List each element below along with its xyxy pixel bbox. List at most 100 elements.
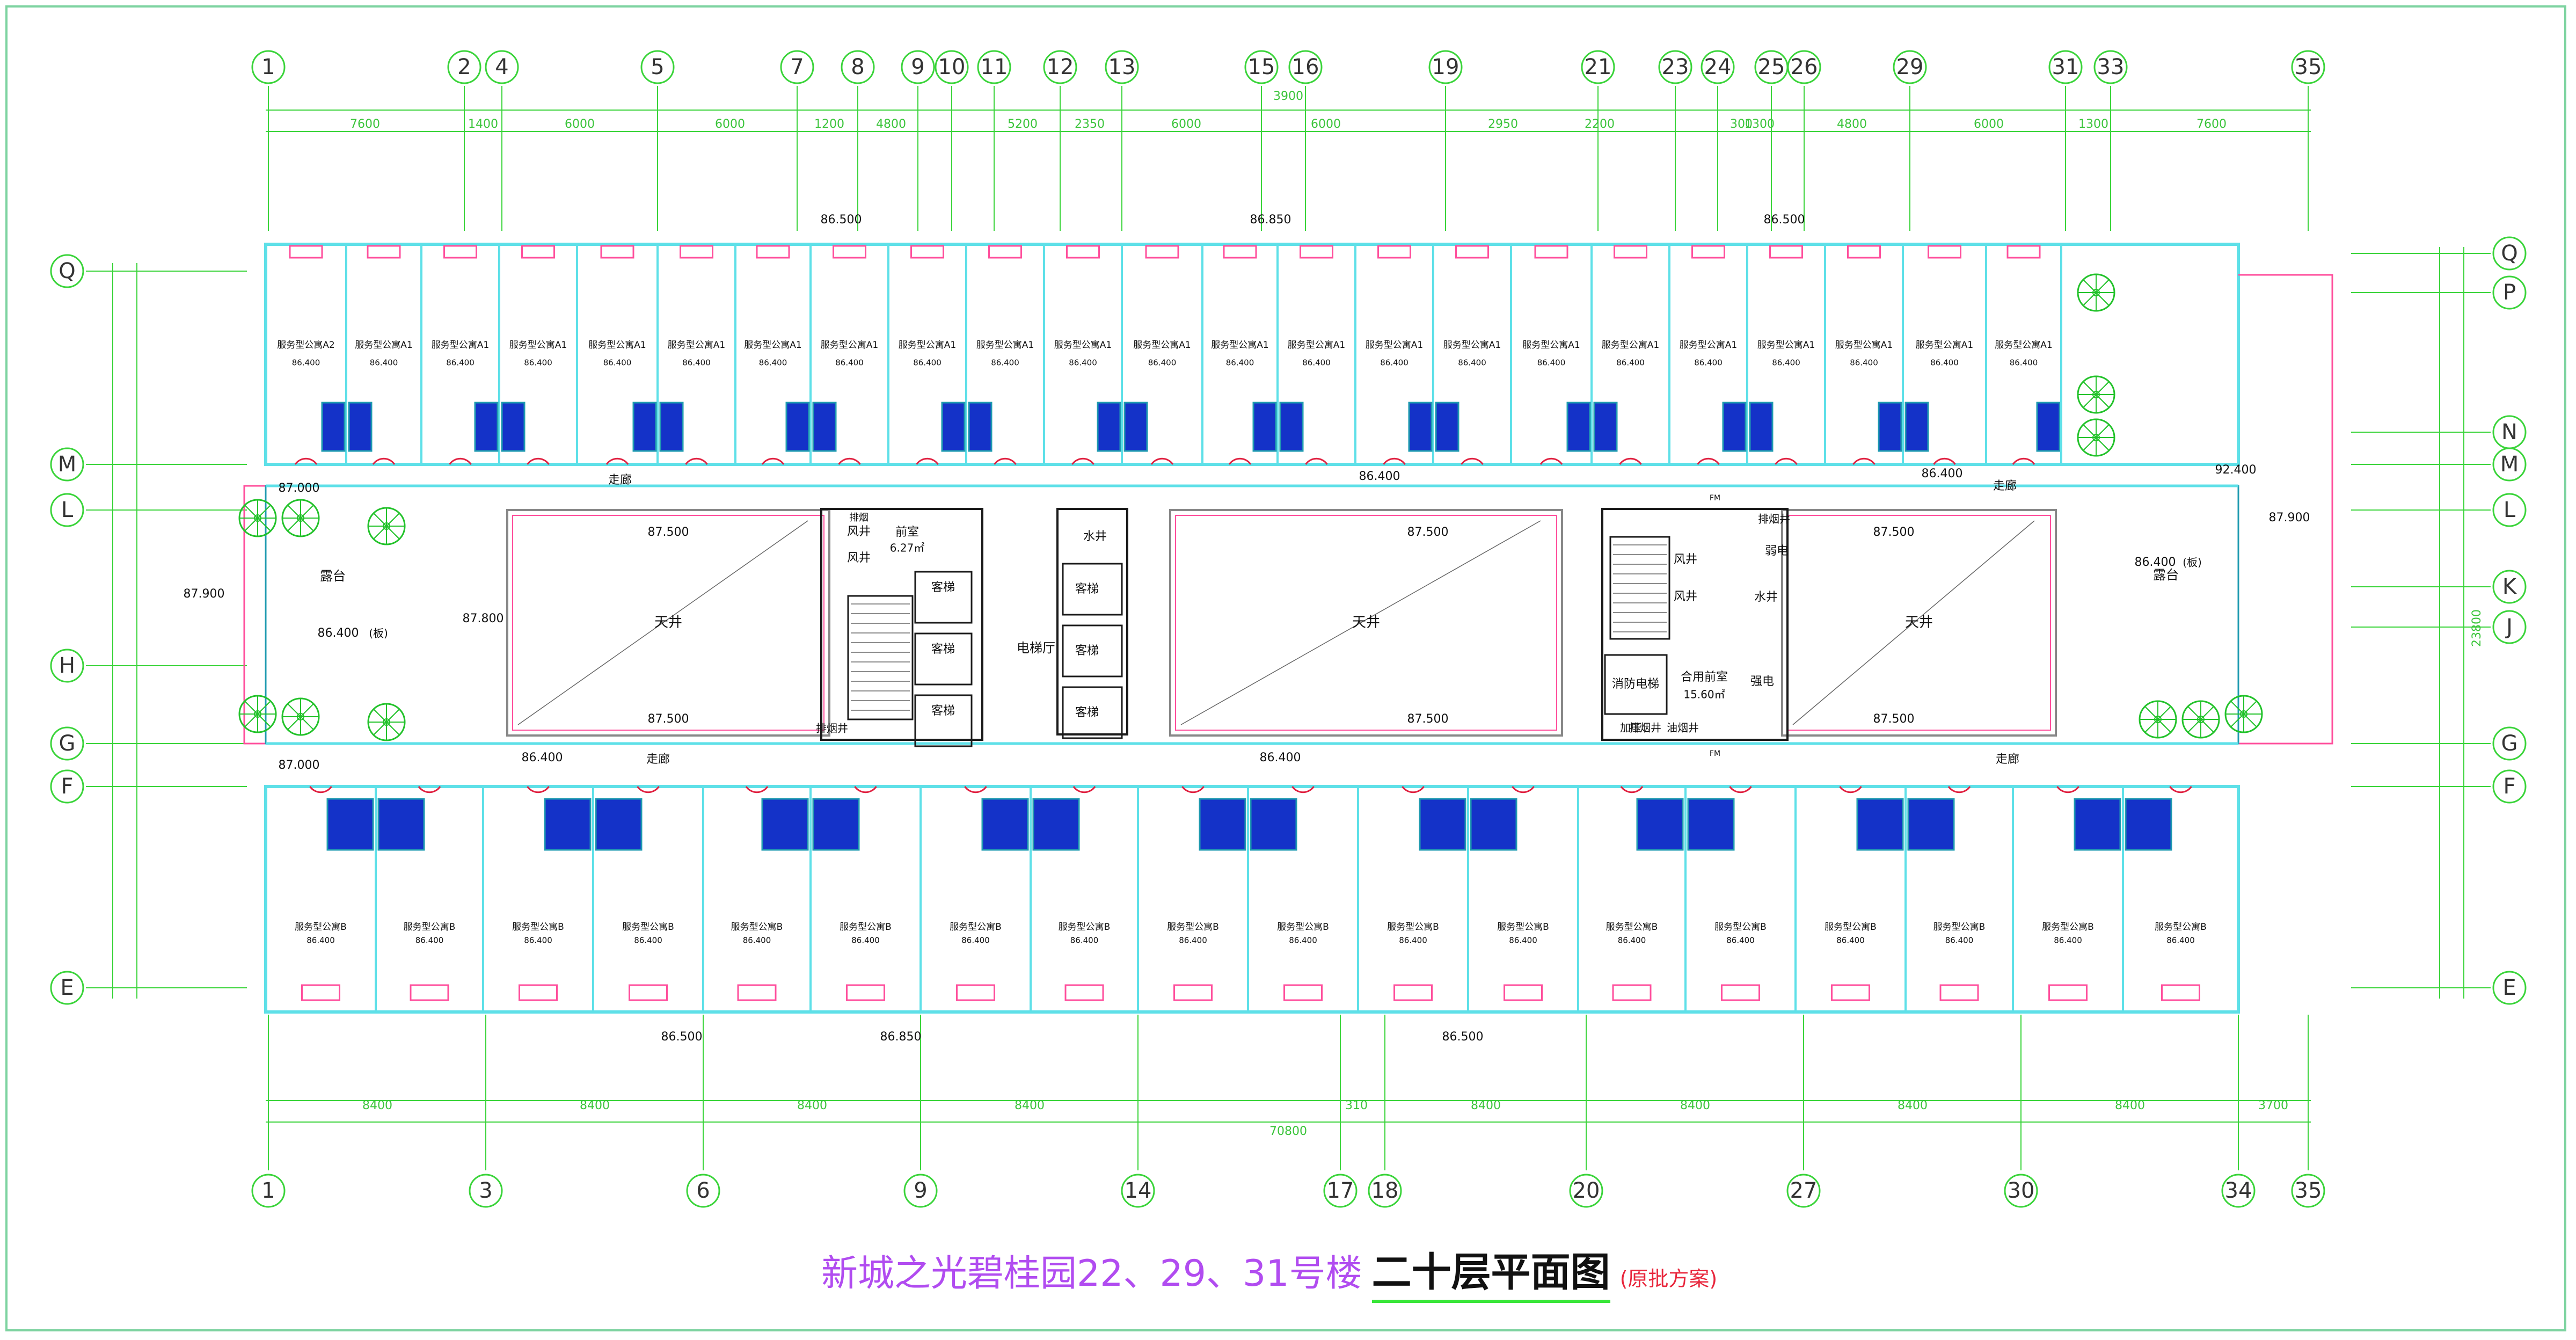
- axis-label-right: G: [2501, 731, 2518, 756]
- axis-label-right: F: [2503, 774, 2515, 799]
- axis-bubble-top: [1105, 50, 1139, 84]
- weak-electric-label: 弱电: [1765, 544, 1789, 558]
- south-unit-name: 服务型公寓B: [1277, 922, 1329, 933]
- south-unit-elevation: 86.400: [2166, 936, 2195, 945]
- north-window-bay: [1691, 245, 1725, 259]
- north-window-bay: [756, 245, 790, 259]
- air-shaft-label: 风井: [1674, 553, 1697, 566]
- south-unit-elevation: 86.400: [851, 936, 880, 945]
- axis-label-right: E: [2502, 975, 2516, 1000]
- axis-bubble-bottom: [686, 1174, 720, 1208]
- north-door-swing: [1305, 457, 1328, 465]
- south-unit-elevation: 86.400: [1509, 936, 1537, 945]
- north-door-swing: [449, 457, 472, 465]
- north-door-swing: [1775, 457, 1798, 465]
- axis-label-bottom: 9: [914, 1178, 927, 1203]
- elevation-mark: 87.500: [1407, 526, 1449, 539]
- air-shaft-label: 风井: [847, 551, 871, 565]
- left-terrace-rail: [243, 485, 266, 745]
- pressure-shaft-label: 加压: [1620, 722, 1641, 734]
- north-unit-name: 服务型公寓A1: [1054, 340, 1112, 351]
- north-door-swing: [685, 457, 708, 465]
- axis-label-top: 12: [1047, 55, 1074, 79]
- dim-text-top: 5200: [1008, 118, 1038, 131]
- south-door-swing: [1729, 786, 1752, 793]
- south-unit-name: 服务型公寓B: [950, 922, 1002, 933]
- elevation-mark: 86.500: [661, 1030, 703, 1044]
- oil-smoke-shaft-label: 油烟井: [1667, 722, 1699, 734]
- north-unit-elevation: 86.400: [991, 358, 1019, 368]
- right-core-outline: [1601, 508, 1789, 741]
- north-unit-name: 服务型公寓A1: [355, 340, 412, 351]
- north-door-swing: [994, 457, 1017, 465]
- courtyard-slope-line: [1180, 520, 1541, 725]
- elevator-shaft: [1062, 686, 1123, 739]
- drawing-title: 新城之光碧桂园22、29、31号楼 二十层平面图 (原批方案): [821, 1240, 1717, 1303]
- axis-label-top: 25: [1758, 55, 1785, 79]
- axis-label-right: P: [2503, 280, 2516, 305]
- north-door-swing: [527, 457, 550, 465]
- south-door-swing: [527, 786, 550, 793]
- south-door-swing: [745, 786, 769, 793]
- axis-label-left: F: [61, 774, 73, 799]
- south-window-bay: [410, 984, 449, 1001]
- axis-label-bottom: 30: [2008, 1178, 2035, 1203]
- tree-symbol: [2181, 700, 2220, 739]
- dim-text-bottom: 8400: [1680, 1099, 1710, 1112]
- south-unit-elevation: 86.400: [2054, 936, 2082, 945]
- axis-label-bottom: 20: [1573, 1178, 1600, 1203]
- dim-text-top: 7600: [350, 118, 380, 131]
- north-unit-name: 服务型公寓A1: [976, 340, 1034, 351]
- north-unit-elevation: 86.400: [1302, 358, 1331, 368]
- south-door-swing: [2056, 786, 2079, 793]
- south-bathroom-pod: [1636, 798, 1684, 851]
- south-door-swing: [1072, 786, 1096, 793]
- north-door-swing: [1228, 457, 1252, 465]
- north-unit-name: 服务型公寓A1: [744, 340, 801, 351]
- axis-bubble-top: [1893, 50, 1927, 84]
- water-well-label: 水井: [1754, 591, 1778, 604]
- corridor-label: 走廊: [1993, 479, 2017, 493]
- axis-label-top: 5: [651, 55, 664, 79]
- north-bathroom-pod: [1566, 402, 1591, 452]
- north-window-bay: [289, 245, 323, 259]
- north-unit-elevation: 86.400: [1930, 358, 1959, 368]
- axis-label-top: 35: [2295, 55, 2322, 79]
- north-unit-name: 服务型公寓A2: [277, 340, 334, 351]
- center-core-outline: [1056, 508, 1128, 735]
- south-bathroom-pod: [1032, 798, 1080, 851]
- axis-label-top: 33: [2097, 55, 2125, 79]
- south-door-swing: [1512, 786, 1535, 793]
- axis-bubble-right: [2492, 236, 2527, 271]
- north-wing-outline: [264, 243, 2240, 466]
- north-window-bay: [833, 245, 866, 259]
- project-name: 新城之光碧桂园22、29、31号楼: [821, 1252, 1362, 1295]
- south-unit-name: 服务型公寓B: [622, 922, 674, 933]
- south-door-swing: [1839, 786, 1862, 793]
- dim-text-bottom: 310: [1345, 1099, 1368, 1112]
- south-unit-elevation: 86.400: [1289, 936, 1317, 945]
- elevator-shaft: [914, 632, 973, 686]
- south-window-bay: [956, 984, 995, 1001]
- axis-bubble-bottom: [1323, 1174, 1358, 1208]
- south-bathroom-pod: [326, 798, 374, 851]
- axis-bubble-bottom: [2004, 1174, 2038, 1208]
- elevation-mark: 87.500: [648, 712, 689, 726]
- elevator-label: 客梯: [1075, 644, 1099, 658]
- dim-text-bottom: 8400: [1898, 1099, 1928, 1112]
- north-unit-elevation: 86.400: [759, 358, 787, 368]
- north-window-bay: [680, 245, 713, 259]
- south-bathroom-pod: [2074, 798, 2121, 851]
- front-room-label: 前室: [895, 526, 919, 539]
- north-bathroom-pod: [1252, 402, 1277, 452]
- elevator-hall-label: 电梯厅: [1017, 640, 1055, 656]
- north-window-bay: [910, 245, 944, 259]
- axis-label-top: 13: [1108, 55, 1136, 79]
- dim-text-top-center: 3900: [1273, 90, 1303, 103]
- north-unit-elevation: 86.400: [370, 358, 398, 368]
- axis-label-right: N: [2501, 420, 2517, 445]
- south-unit-name: 服务型公寓B: [1714, 922, 1767, 933]
- north-unit-elevation: 86.400: [292, 358, 320, 368]
- south-unit-elevation: 86.400: [1070, 936, 1099, 945]
- axis-bubble-top: [1428, 50, 1463, 84]
